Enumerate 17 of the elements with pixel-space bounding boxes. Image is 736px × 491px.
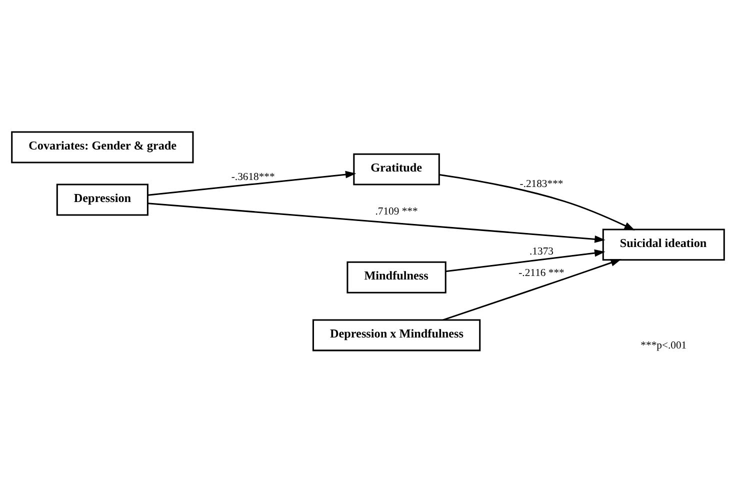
label: ***p<.001: [640, 340, 687, 352]
arrow: [446, 248, 606, 272]
node-box: Depression: [56, 183, 148, 216]
arrow: [148, 202, 606, 242]
arrow: [148, 170, 356, 196]
arrow: [439, 173, 635, 230]
edge-label: -.2116 ***: [518, 268, 564, 279]
edge-label: .1373: [530, 246, 554, 258]
node-box: Suicidal ideation: [602, 228, 725, 260]
edge-label: .7109 ***: [375, 206, 418, 217]
node-box: Depression x Mindfulness: [312, 318, 481, 351]
edge-label: -.2183***: [520, 178, 564, 190]
node-box: Gratitude: [353, 152, 440, 185]
node-box: Covariates: Gender & grade: [11, 130, 194, 163]
arrow: [442, 258, 622, 320]
node-box: Mindfulness: [346, 260, 446, 293]
edge-label: -.3618***: [231, 172, 275, 183]
